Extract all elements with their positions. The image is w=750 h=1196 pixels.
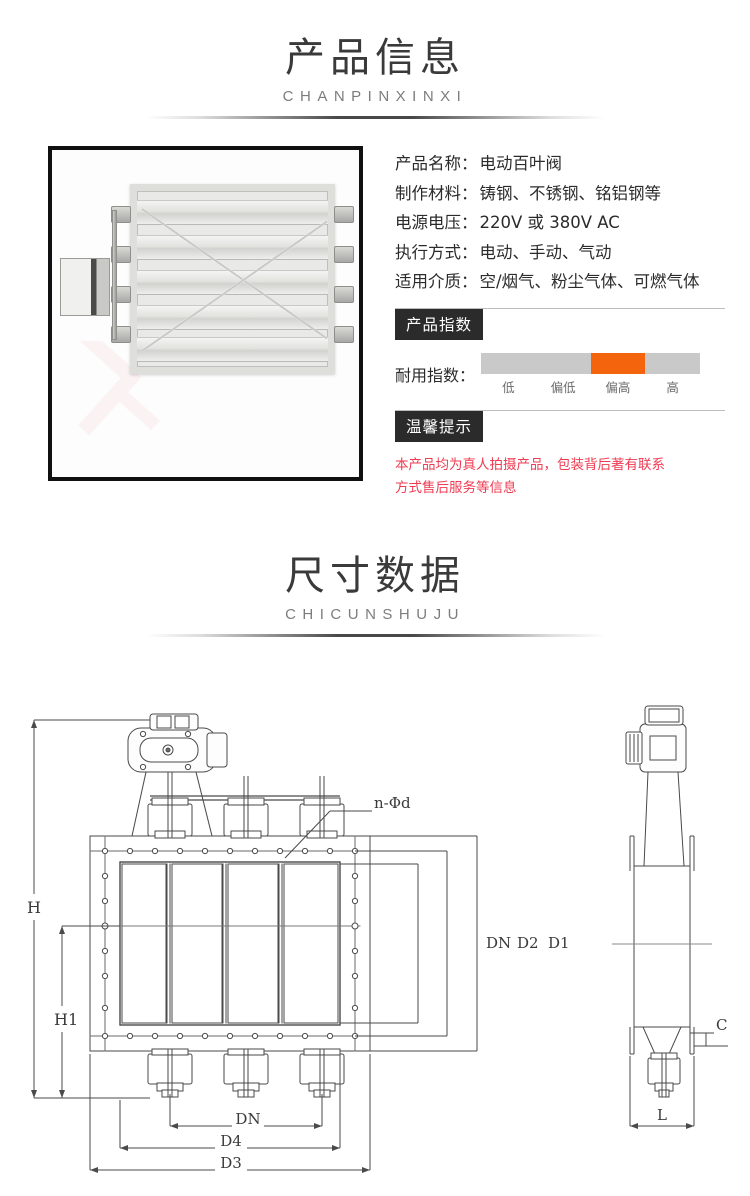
index-tick: 低 [502,379,515,395]
product-spec-list: 产品名称： 电动百叶阀 制作材料： 铸钢、不锈钢、铭铝钢等 电源电压： 220V… [395,149,725,500]
damper-blade [137,235,328,260]
louver-damper-illustration [111,184,354,374]
section-header-product-info: 产品信息 CHANPINXINXI [0,32,750,119]
index-tick-labels: 低 偏低 偏高 高 [481,377,700,396]
spec-value: 电动、手动、气动 [479,242,612,262]
index-tick: 偏低 [550,379,576,395]
section-title-cn: 尺寸数据 [285,553,465,599]
section-title-cn: 产品信息 [285,35,465,81]
spec-row: 产品名称： 电动百叶阀 [395,149,725,179]
label-D3: D3 [220,1154,242,1172]
label-L: L [657,1106,667,1124]
spec-row: 电源电压： 220V 或 380V AC [395,208,725,238]
spec-key: 制作材料： [395,183,478,203]
blade-lever [334,246,354,263]
tips-text: 本产品均为真人拍摄产品，包装背后著有联系 方式售后服务等信息 [395,454,725,500]
durability-index-bar: 低 偏低 偏高 高 [481,352,701,396]
tips-block-tag: 温馨提示 [395,410,484,442]
index-track [481,352,701,374]
spec-value: 电动百叶阀 [479,154,563,173]
spec-value: 220V 或 380V AC [479,213,620,232]
label-D4: D4 [220,1132,242,1150]
linkage-rod [112,210,117,340]
tips-line-2: 方式售后服务等信息 [395,479,517,496]
durability-index-label: 耐用指数： [395,366,476,385]
index-segment [645,352,701,374]
watermark-logo [78,341,160,436]
spec-key: 产品名称： [395,154,478,173]
damper-blade [137,337,328,362]
spec-value: 空/烟气、粉尘气体、可燃气体 [479,272,700,291]
label-D1: D1 [548,934,570,952]
spec-key: 电源电压： [395,213,478,232]
damper-blade [137,200,328,225]
label-DN-right: DN [486,934,511,952]
index-tick: 高 [666,379,679,395]
index-segment [481,352,536,374]
index-segment [535,352,591,374]
index-tick: 偏高 [605,379,631,395]
label-D2: D2 [517,934,539,952]
spec-key: 执行方式： [395,242,478,262]
index-segment-active [590,352,646,374]
blade-lever [334,326,354,343]
label-C: C [716,1016,727,1034]
spec-row: 适用介质： 空/烟气、粉尘气体、可燃气体 [395,267,725,297]
dimension-drawing: n-Φd H H1 [0,676,750,1196]
spec-key: 适用介质： [395,272,478,291]
label-H: H [27,898,41,917]
blade-lever [334,206,354,223]
label-n-phi-d: n-Φd [374,794,411,812]
spec-row: 执行方式： 电动、手动、气动 [395,238,725,268]
dimension-drawing-svg: n-Φd H H1 [25,705,736,1174]
index-block-tag: 产品指数 [395,308,484,340]
tips-line-1: 本产品均为真人拍摄产品，包装背后著有联系 [395,456,665,473]
durability-index: 耐用指数： 低 偏低 偏高 高 [395,352,725,396]
spec-value: 铸钢、不锈钢、铭铝钢等 [479,183,662,203]
product-photo[interactable] [48,146,363,481]
blade-lever [334,286,354,303]
section-title-en: CHICUNSHUJU [285,606,465,623]
product-photo-canvas [52,150,359,477]
actuator-housing [60,258,110,316]
section-divider [145,634,605,637]
label-DN-bottom: DN [235,1110,260,1128]
spec-row: 制作材料： 铸钢、不锈钢、铭铝钢等 [395,179,725,209]
section-divider [145,116,605,119]
label-H1: H1 [54,1010,78,1029]
section-title-en: CHANPINXINXI [282,88,468,105]
section-header-dimensions: 尺寸数据 CHICUNSHUJU [0,550,750,637]
